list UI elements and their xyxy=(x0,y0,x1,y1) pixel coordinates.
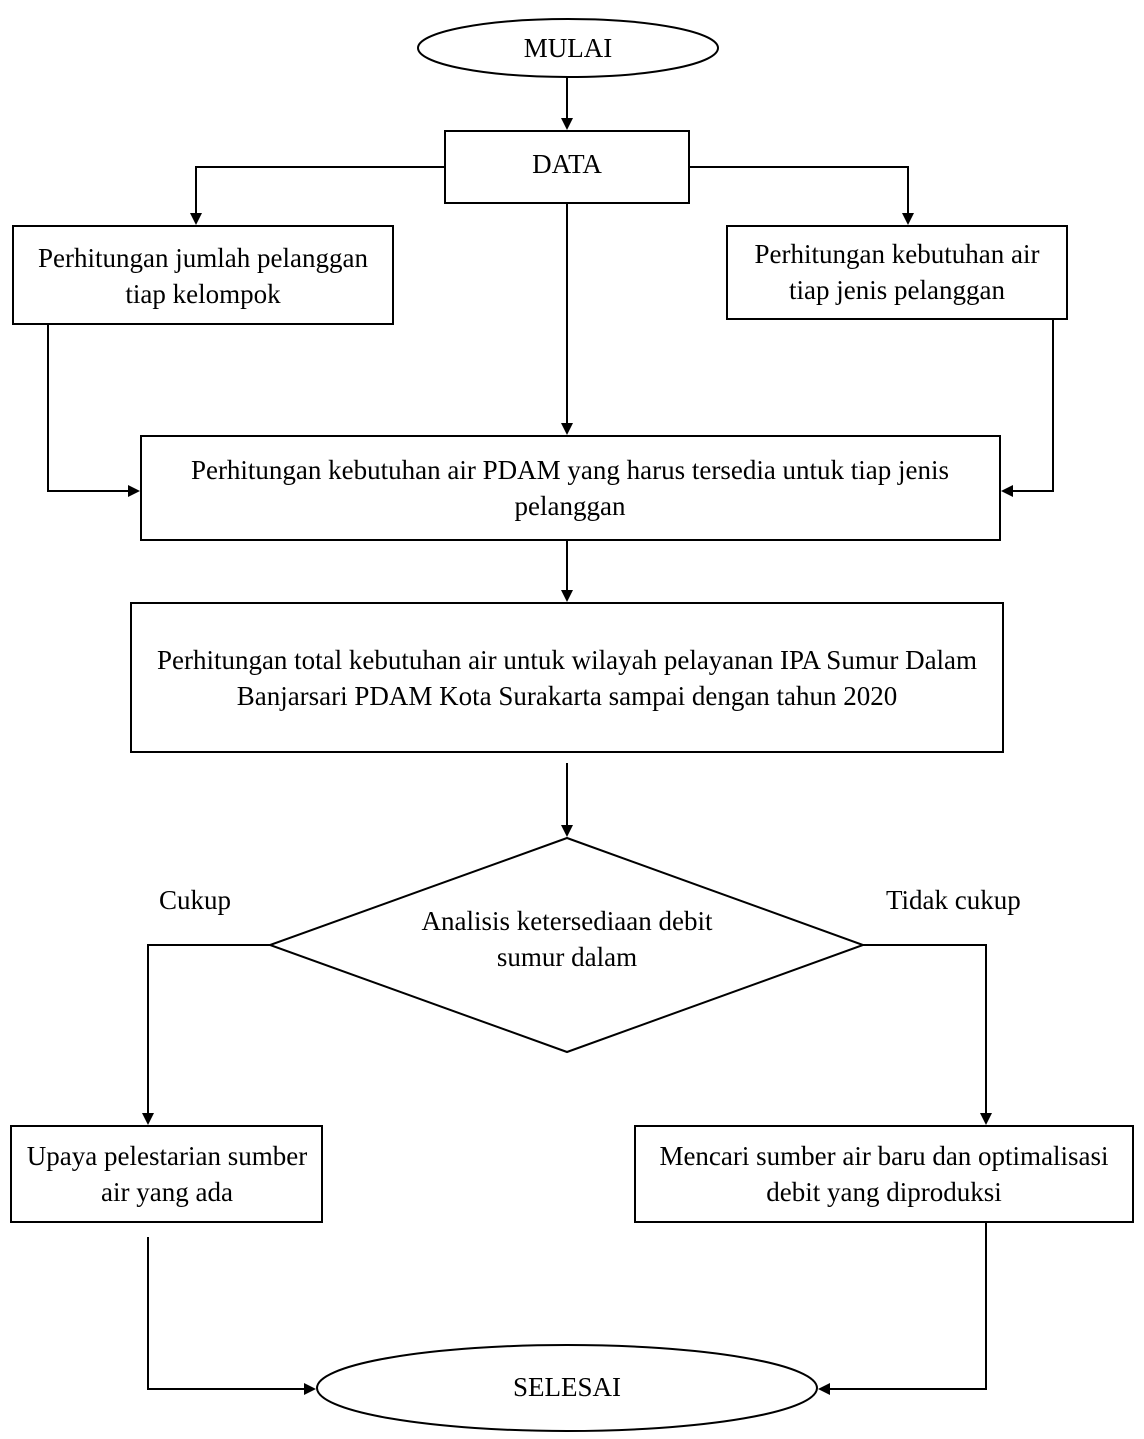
no-action-label: Mencari sumber air baru dan optimalisasi… xyxy=(659,1141,1109,1207)
yes-action-box xyxy=(10,1125,323,1223)
left-process-label: Perhitungan jumlah pelanggan tiap kelomp… xyxy=(38,243,368,309)
arrow-data-to-right xyxy=(689,166,914,225)
right-process-box xyxy=(726,225,1068,320)
branch-no-label: Tidak cukup xyxy=(886,885,1021,915)
decision-label: Analisis ketersediaan debit sumur dalam xyxy=(421,906,713,972)
no-action-box xyxy=(634,1125,1134,1223)
right-process-label: Perhitungan kebutuhan air tiap jenis pel… xyxy=(754,239,1040,305)
data-box xyxy=(444,130,690,204)
branch-yes-label: Cukup xyxy=(159,885,232,915)
data-label: DATA xyxy=(532,149,602,179)
total-process-box xyxy=(130,602,1004,753)
pdam-requirement-label: Perhitungan kebutuhan air PDAM yang haru… xyxy=(190,455,950,521)
arrow-right-to-pdam xyxy=(1001,319,1054,497)
arrow-decision-to-no xyxy=(863,944,992,1125)
total-process-label: Perhitungan total kebutuhan air untuk wi… xyxy=(156,645,978,711)
arrow-decision-to-yes xyxy=(142,944,270,1125)
end-terminal xyxy=(316,1344,818,1432)
yes-action-label: Upaya pelestarian sumber air yang ada xyxy=(26,1141,308,1207)
arrow-left-to-pdam xyxy=(47,324,140,497)
start-label: MULAI xyxy=(523,33,613,63)
arrow-no-to-end xyxy=(818,1222,987,1395)
arrow-data-to-left xyxy=(190,166,445,225)
decision-diamond xyxy=(267,836,866,1054)
arrow-yes-to-end xyxy=(147,1237,316,1395)
end-label: SELESAI xyxy=(513,1372,621,1402)
pdam-requirement-box xyxy=(140,435,1001,541)
left-process-box xyxy=(12,225,394,325)
